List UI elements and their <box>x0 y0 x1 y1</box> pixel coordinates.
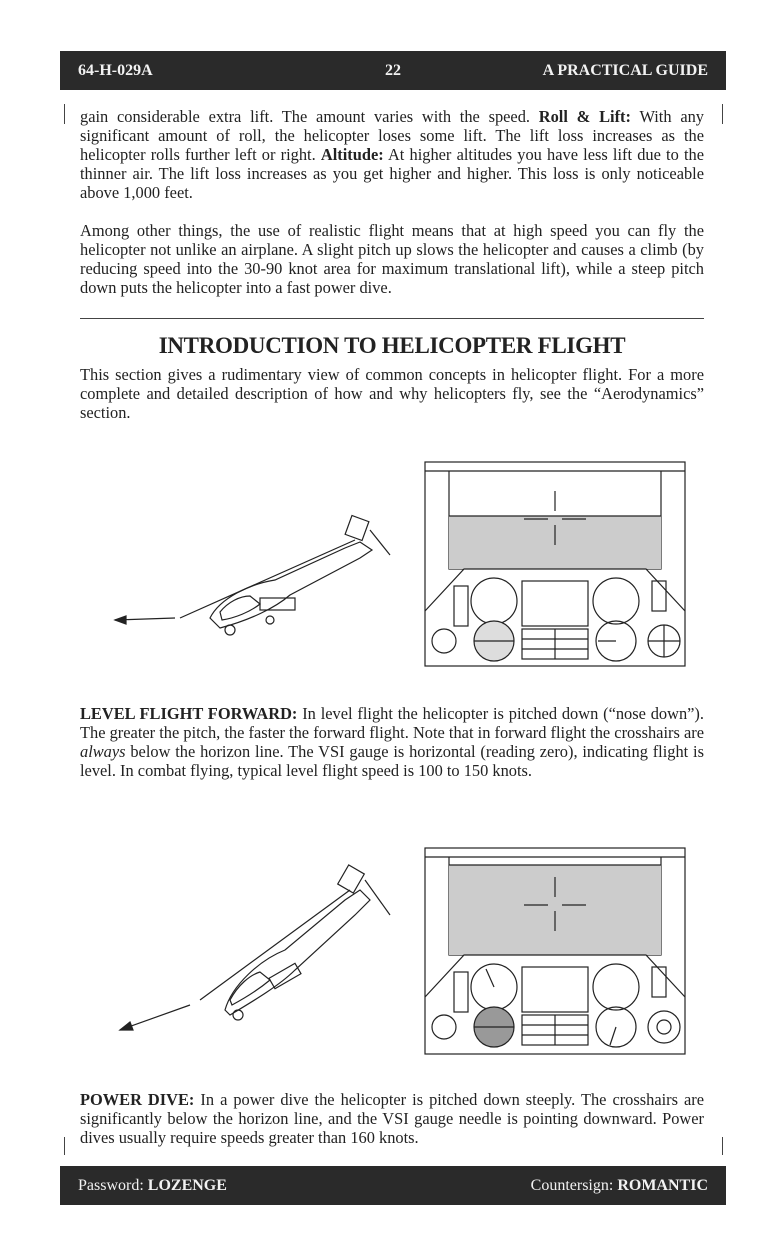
text-segment: below the horizon line. The VSI gauge is… <box>80 742 704 780</box>
power-dive-cockpit-view <box>424 847 686 1055</box>
term-altitude: Altitude: <box>320 145 384 164</box>
cockpit-frame <box>424 461 686 667</box>
paragraph-realistic-flight: Among other things, the use of realistic… <box>80 221 704 297</box>
emphasis-always: always <box>80 742 126 761</box>
left-margin-rule-bottom <box>64 1137 65 1155</box>
section-heading: INTRODUCTION TO HELICOPTER FLIGHT <box>158 333 626 358</box>
level-flight-cockpit-view <box>424 461 686 667</box>
rotor-blade <box>179 539 356 619</box>
tail-rotor <box>344 514 370 542</box>
vsi-gauge <box>595 1006 637 1048</box>
password-value: LOZENGE <box>147 1176 227 1194</box>
tail-fin <box>369 529 391 556</box>
paragraph-power-dive: POWER DIVE: In a power dive the helicopt… <box>80 1090 704 1147</box>
text-segment: In level flight the helicopter is pitche… <box>80 704 704 742</box>
direction-arrow-head <box>118 1021 134 1031</box>
left-margin-rule <box>64 104 65 124</box>
page-footer: Password: LOZENGE Countersign: ROMANTIC <box>60 1166 726 1205</box>
text-segment: gain considerable extra lift. The amount… <box>80 107 539 126</box>
level-flight-helicopter-illustration <box>113 514 391 636</box>
text-segment: At higher altitudes you have less lift d… <box>80 145 704 202</box>
text-segment: With any significant amount of roll, the… <box>80 107 704 164</box>
tail-rotor <box>336 864 366 894</box>
guide-title: A PRACTICAL GUIDE <box>542 61 708 79</box>
term-roll-lift: Roll & Lift: <box>538 107 631 126</box>
tail-fin <box>364 879 391 916</box>
right-margin-rule-bottom <box>722 1137 723 1155</box>
paragraph-lift-factors: gain considerable extra lift. The amount… <box>80 107 704 202</box>
countersign-line: Countersign: ROMANTIC <box>531 1177 708 1195</box>
weapon-pod <box>259 597 296 611</box>
indicator-lights <box>651 966 667 998</box>
page-number: 22 <box>385 61 401 79</box>
small-gauge <box>431 628 457 654</box>
section-divider <box>80 318 704 319</box>
text-segment: In a power dive the helicopter is pitche… <box>80 1090 705 1147</box>
center-display <box>521 966 589 1013</box>
vsi-gauge <box>595 620 637 662</box>
vsi-needle <box>609 1026 617 1046</box>
altimeter-gauge <box>592 577 640 625</box>
countersign-label: Countersign: <box>530 1176 618 1194</box>
term-power-dive: POWER DIVE: <box>80 1090 195 1109</box>
airspeed-needle <box>485 968 495 988</box>
landing-wheel <box>265 615 275 625</box>
password-line: Password: LOZENGE <box>78 1177 227 1195</box>
countersign-value: ROMANTIC <box>617 1176 708 1194</box>
landing-wheel <box>232 1009 244 1021</box>
term-level-flight: LEVEL FLIGHT FORWARD: <box>80 704 298 723</box>
bar-gauge <box>453 585 469 627</box>
bar-gauge <box>453 971 469 1013</box>
indicator-lights <box>651 580 667 612</box>
fuselage <box>209 541 374 629</box>
direction-arrow-head <box>113 615 127 625</box>
small-gauge <box>431 1014 457 1040</box>
document-code: 64-H-029A <box>78 61 153 79</box>
radar-ring <box>656 1019 672 1035</box>
landing-wheel <box>224 624 236 636</box>
paragraph-level-flight: LEVEL FLIGHT FORWARD: In level flight th… <box>80 704 704 780</box>
airspeed-gauge <box>470 577 518 625</box>
panel-top-edge <box>424 954 686 998</box>
fuselage <box>224 889 371 1016</box>
altimeter-gauge <box>592 963 640 1011</box>
panel-top-edge <box>424 568 686 612</box>
password-label: Password: <box>78 1176 148 1194</box>
right-margin-rule <box>722 104 723 124</box>
cockpit-frame <box>424 847 686 1055</box>
radar-scope <box>647 1010 681 1044</box>
power-dive-helicopter-illustration <box>118 864 391 1031</box>
rotor-blade <box>199 889 351 1001</box>
page-header: 64-H-029A 22 A PRACTICAL GUIDE <box>60 51 726 90</box>
center-display <box>521 580 589 627</box>
weapon-pod <box>268 962 302 990</box>
paragraph-introduction: This section gives a rudimentary view of… <box>80 365 704 422</box>
